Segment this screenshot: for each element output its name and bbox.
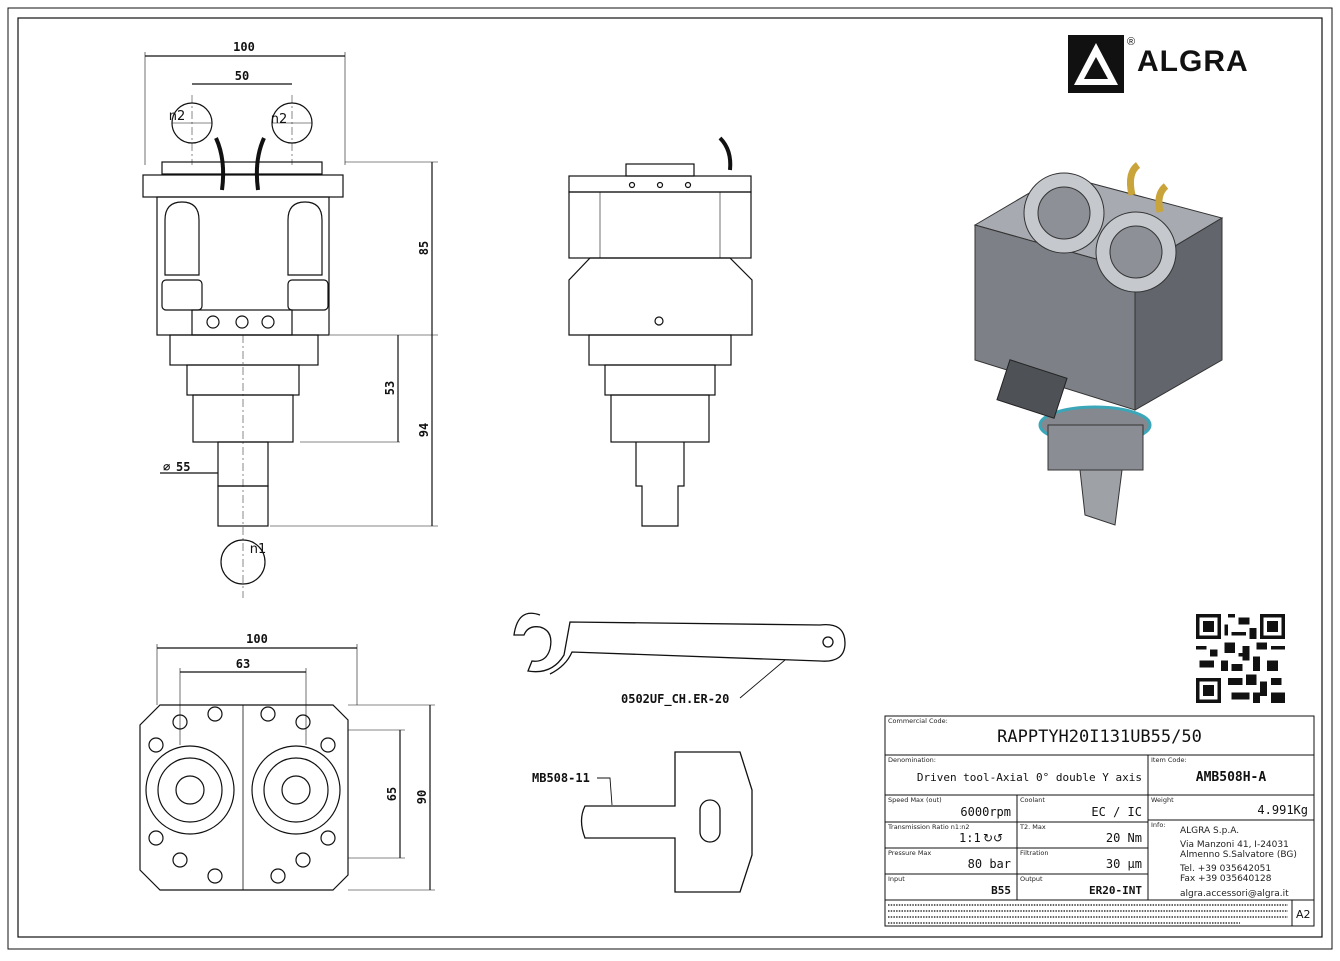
speed-cell: Speed Max (out) 6000rpm [885,795,1017,822]
speed-label: Speed Max (out) [888,796,942,804]
key-part [580,751,753,893]
dim-diameter: 55 [176,460,190,474]
coolant-label: Coolant [1020,796,1045,804]
qr-code [1196,614,1285,703]
rotation-direction-icon: ↻↺ [983,831,1004,845]
pressure-value: 80 bar [967,857,1011,871]
pressure-label: Pressure Max [888,849,932,857]
dim-front-height-top: 85 [417,241,431,255]
diameter-symbol: ⌀ [163,460,170,474]
title-block-grid [884,715,1315,927]
torque-label: T2. Max [1020,823,1046,831]
dim-bottom-spacing: 63 [236,657,250,671]
email-link[interactable]: algra.accessori@algra.it [1180,889,1289,899]
front-view [142,52,438,598]
filtration-value: 30 µm [1105,857,1142,871]
speed-value: 6000rpm [960,805,1011,819]
coolant-cell: Coolant EC / IC [1017,795,1148,822]
denomination-label: Denomination: [888,756,936,764]
output-cell: Output ER20-INT [1017,874,1148,900]
input-cell: Input B55 [885,874,1017,900]
brand-name: ALGRA [1137,45,1249,78]
output-value: ER20-INT [1089,884,1142,897]
spindle-label-right: n2 [271,112,288,127]
input-label: Input [888,875,905,883]
commercial-code-label: Commercial Code: [888,717,948,725]
wrench-part [513,612,846,699]
input-value: B55 [991,884,1011,897]
sheet-size: A2 [1296,908,1311,921]
outer-border [7,7,1333,950]
coolant-value: EC / IC [1091,805,1142,819]
ratio-cell: Transmission Ratio n1:n2 1:1 ↻↺ [885,822,1017,848]
dim-bottom-height-inner: 65 [385,787,399,801]
fine-print [888,904,1288,924]
weight-value: 4.991Kg [1257,803,1308,817]
address-line-2: Almenno S.Salvatore (BG) [1180,850,1297,860]
denomination-cell: Denomination: Driven tool-Axial 0° doubl… [885,755,1148,795]
item-code-label: Item Code: [1151,756,1187,764]
company-info: ALGRA S.p.A. Via Manzoni 41, I-24031 Alm… [1180,826,1297,899]
dim-front-height-bottom: 94 [417,423,431,437]
torque-value: 20 Nm [1105,831,1142,845]
ratio-value: 1:1 [959,831,981,845]
dim-front-height-mid: 53 [383,381,397,395]
weight-cell: Weight 4.991Kg [1148,795,1314,820]
company-name: ALGRA S.p.A. [1180,826,1240,836]
bottom-view [139,644,435,891]
filtration-cell: Filtration 30 µm [1017,848,1148,874]
item-code: AMB508H-A [1195,770,1267,785]
filtration-label: Filtration [1020,849,1049,857]
registered-mark: ® [1127,36,1136,48]
dim-bottom-height-outer: 90 [415,790,429,804]
ratio-label: Transmission Ratio n1:n2 [888,823,970,831]
commercial-code: RAPPTYH20I131UB55/50 [997,727,1202,747]
inner-border [17,17,1323,938]
weight-label: Weight [1151,796,1174,804]
side-view [568,136,753,527]
dim-front-spacing: 50 [235,69,249,83]
info-cell: Info: ALGRA S.p.A. Via Manzoni 41, I-240… [1148,820,1314,900]
iso-model [973,162,1224,526]
key-callout: MB508-11 [532,771,590,785]
wrench-callout: 0502UF_CH.ER-20 [621,692,729,707]
dim-front-width: 100 [233,40,255,54]
commercial-code-cell: Commercial Code: RAPPTYH20I131UB55/50 [885,716,1314,755]
algra-logo [1068,35,1124,93]
torque-cell: T2. Max 20 Nm [1017,822,1148,848]
phone: Tel. +39 035642051 [1180,864,1272,874]
dim-bottom-width: 100 [246,632,268,646]
denomination: Driven tool-Axial 0° double Y axis [916,771,1142,784]
title-block: Commercial Code: RAPPTYH20I131UB55/50 De… [885,716,1314,926]
spindle-label-left: n2 [169,109,186,124]
drive-label: n1 [250,542,267,557]
output-label: Output [1020,875,1043,883]
pressure-cell: Pressure Max 80 bar [885,848,1017,874]
address-line-1: Via Manzoni 41, I-24031 [1180,840,1289,850]
item-code-cell: Item Code: AMB508H-A [1148,755,1314,795]
fax: Fax +39 035640128 [1180,874,1272,884]
info-label: Info: [1151,821,1166,829]
